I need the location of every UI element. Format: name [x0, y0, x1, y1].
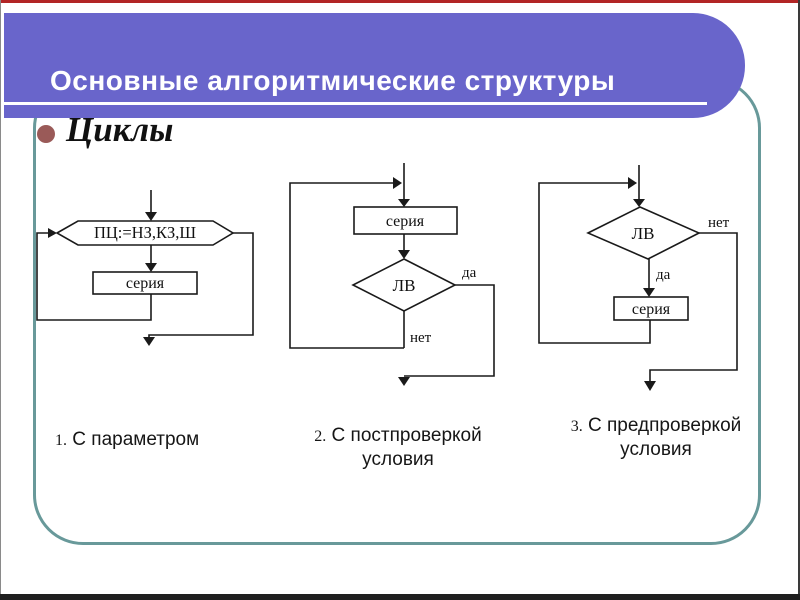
caption-text-line1: С предпроверкой — [588, 415, 742, 436]
arrow-to-decision — [398, 234, 410, 259]
process-node: серия — [613, 296, 689, 321]
process-label: серия — [386, 213, 425, 230]
section-heading: Циклы — [66, 110, 174, 149]
exit-arrow — [398, 284, 495, 386]
window-bottom-edge — [0, 594, 800, 600]
window-right-edge — [798, 0, 800, 600]
yes-branch-label: да — [462, 265, 477, 281]
caption-number: 1. — [55, 432, 67, 449]
process-label: серия — [126, 275, 165, 292]
loop-back-line — [36, 228, 152, 321]
caption-post-condition: 2. С постпроверкой условия — [300, 424, 496, 471]
condition-label: ЛВ — [393, 276, 416, 295]
flowchart-post-condition: серия ЛВ да нет — [289, 163, 495, 386]
process-node: серия — [353, 206, 458, 235]
caption-text-line2: условия — [620, 439, 692, 460]
exit-arrow — [644, 232, 738, 391]
slide-title: Основные алгоритмические структуры — [50, 65, 616, 96]
bullet-icon — [37, 125, 55, 143]
decision-node: ЛВ — [586, 206, 701, 260]
condition-label: ЛВ — [632, 224, 655, 243]
caption-text-line2: условия — [362, 449, 434, 470]
caption-text: С параметром — [72, 429, 200, 450]
yes-branch-arrow — [643, 259, 655, 297]
caption-with-parameter: 1. С параметром — [55, 428, 199, 452]
caption-number: 3. — [570, 418, 583, 435]
entry-arrow — [398, 163, 410, 207]
caption-pre-condition: 3. С предпроверкой условия — [558, 414, 754, 461]
loop-back-line — [289, 177, 404, 349]
decision-node: ЛВ — [351, 258, 457, 312]
no-branch-label: нет — [410, 330, 432, 346]
entry-arrow — [145, 190, 157, 221]
process-node: серия — [92, 271, 198, 295]
title-underline — [4, 102, 707, 105]
loop-parameter-label: ПЦ:=НЗ,КЗ,Ш — [94, 223, 196, 242]
title-bar: Основные алгоритмические структуры — [4, 13, 745, 118]
caption-text-line1: С постпроверкой — [331, 425, 482, 446]
entry-arrow — [633, 165, 645, 207]
process-label: серия — [632, 301, 671, 318]
no-branch-label: нет — [708, 215, 730, 231]
flowchart-with-parameter: ПЦ:=НЗ,КЗ,Ш серия — [36, 190, 254, 346]
top-red-strip — [0, 0, 800, 3]
caption-number: 2. — [314, 428, 327, 445]
loop-back-line — [538, 177, 651, 344]
window-left-edge — [0, 0, 1, 600]
loop-parameter-node: ПЦ:=НЗ,КЗ,Ш — [55, 220, 235, 246]
yes-branch-label: да — [656, 267, 671, 283]
exit-arrow — [143, 232, 254, 346]
arrow-to-body — [145, 245, 157, 272]
flowchart-pre-condition: ЛВ нет да серия — [538, 165, 738, 391]
